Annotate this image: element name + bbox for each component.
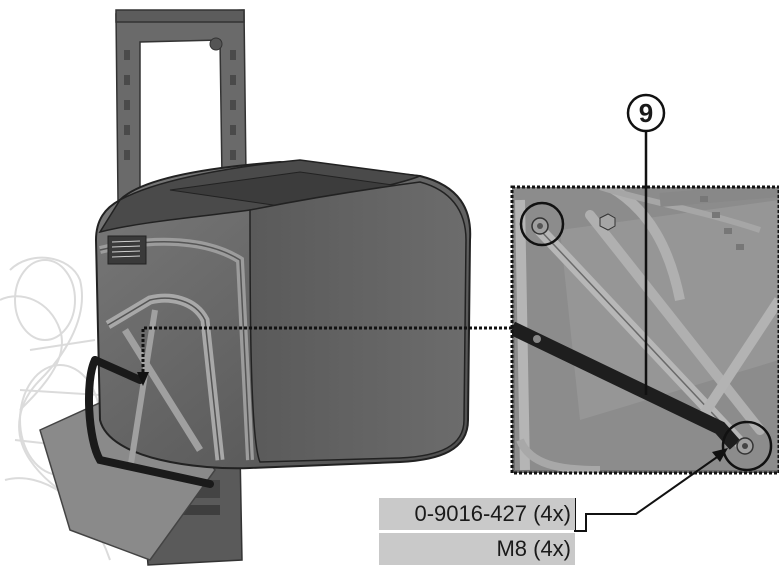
bolt-highlight-bottom <box>721 420 773 472</box>
fastener-size-label: M8 (4x) <box>379 533 575 565</box>
door-frame <box>85 293 225 488</box>
detail-leader <box>141 326 512 372</box>
collector-housing <box>94 159 472 470</box>
part-label-arrowhead <box>712 448 728 462</box>
leader-arrowhead <box>137 372 149 386</box>
part-number-label: 0-9016-427 (4x) <box>379 498 575 530</box>
callout-number: 9 <box>638 98 654 128</box>
bolt-highlight-top <box>519 201 565 247</box>
part-label-leader <box>574 454 721 532</box>
